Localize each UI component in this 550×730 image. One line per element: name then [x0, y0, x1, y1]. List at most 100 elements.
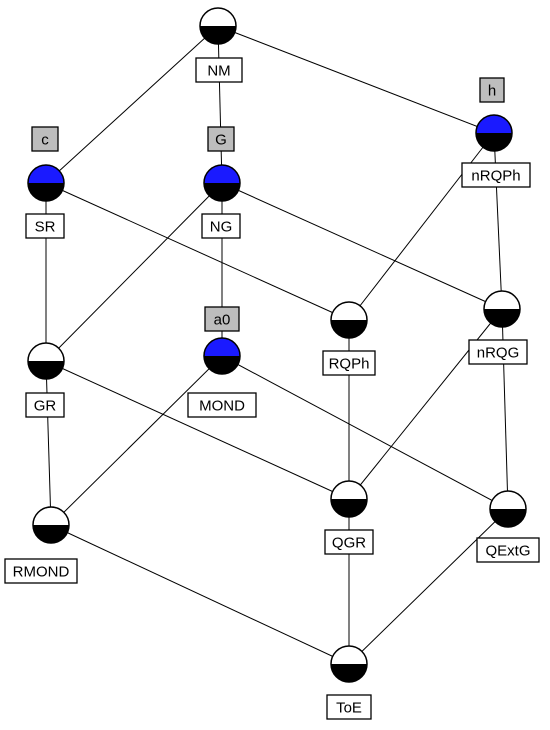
- object-label-RQPh-text: RQPh: [329, 356, 370, 373]
- node-lower-half: [200, 26, 236, 44]
- concept-node-top[interactable]: [199, 7, 237, 45]
- object-label-QGR-text: QGR: [332, 535, 366, 552]
- node-outline: [32, 506, 70, 544]
- node-lower-half: [476, 133, 512, 151]
- node-outline: [483, 290, 521, 328]
- node-upper-half: [204, 165, 240, 183]
- node-lower-half: [490, 509, 526, 527]
- concept-node-RQPh[interactable]: [330, 301, 368, 339]
- object-label-MOND-box: [187, 392, 257, 418]
- node-upper-half: [33, 507, 69, 525]
- object-label-QGR[interactable]: QGR: [324, 529, 374, 555]
- concept-node-ToE[interactable]: [330, 645, 368, 683]
- node-outline: [27, 342, 65, 380]
- node-outline: [203, 164, 241, 202]
- object-label-MOND[interactable]: MOND: [187, 392, 257, 418]
- object-label-ToE-text: ToE: [336, 700, 362, 717]
- object-label-nRQPh-box: [461, 162, 531, 188]
- edge-RMOND-ToE: [50, 524, 350, 665]
- edge-SR-RQPh: [45, 182, 350, 321]
- attribute-label-nRQPh-box: [479, 77, 505, 103]
- object-label-top-box: [195, 57, 243, 83]
- attribute-label-NG-box: [207, 126, 235, 152]
- attribute-label-MOND-text: a0: [214, 312, 231, 329]
- node-upper-half: [200, 8, 236, 26]
- object-label-NG-text: NG: [210, 219, 233, 236]
- nodes-layer: [27, 7, 527, 683]
- node-upper-half: [331, 302, 367, 320]
- node-lower-half: [331, 320, 367, 338]
- node-lower-half: [331, 664, 367, 682]
- edge-nRQG-QExtG: [501, 308, 509, 510]
- edge-QExtG-ToE: [348, 508, 509, 665]
- concept-node-SR[interactable]: [27, 164, 65, 202]
- object-label-ToE-box: [326, 694, 372, 720]
- concept-node-QGR[interactable]: [330, 480, 368, 518]
- edge-nRQPh-nRQG: [493, 132, 503, 310]
- attribute-label-SR[interactable]: c: [31, 126, 59, 152]
- node-outline: [203, 337, 241, 375]
- object-label-SR-box: [25, 213, 65, 239]
- edge-NG-GR: [45, 182, 223, 362]
- node-upper-half: [490, 491, 526, 509]
- node-upper-half: [28, 165, 64, 183]
- attribute-label-nRQPh[interactable]: h: [479, 77, 505, 103]
- object-label-RQPh[interactable]: RQPh: [322, 350, 376, 376]
- attribute-label-SR-text: c: [41, 132, 49, 149]
- concept-node-GR[interactable]: [27, 342, 65, 380]
- object-label-GR[interactable]: GR: [25, 392, 65, 418]
- concept-node-NG[interactable]: [203, 164, 241, 202]
- object-label-top-text: NM: [207, 63, 230, 80]
- node-outline: [330, 480, 368, 518]
- node-upper-half: [28, 343, 64, 361]
- attribute-label-NG[interactable]: G: [207, 126, 235, 152]
- concept-node-nRQPh[interactable]: [475, 114, 513, 152]
- edge-GR-QGR: [45, 360, 350, 500]
- object-label-MOND-text: MOND: [199, 398, 245, 415]
- object-label-top[interactable]: NM: [195, 57, 243, 83]
- node-lower-half: [33, 525, 69, 543]
- concept-node-nRQG[interactable]: [483, 290, 521, 328]
- object-label-RQPh-box: [322, 350, 376, 376]
- object-label-nRQPh-text: nRQPh: [471, 168, 520, 185]
- attribute-label-SR-box: [31, 126, 59, 152]
- object-label-NG[interactable]: NG: [201, 213, 241, 239]
- object-label-nRQG-box: [468, 339, 528, 365]
- node-outline: [475, 114, 513, 152]
- node-upper-half: [204, 338, 240, 356]
- object-label-GR-text: GR: [34, 398, 57, 415]
- object-label-SR[interactable]: SR: [25, 213, 65, 239]
- object-label-QGR-box: [324, 529, 374, 555]
- attribute-label-nRQPh-text: h: [488, 83, 496, 100]
- node-outline: [330, 645, 368, 683]
- object-label-QExtG-box: [476, 537, 540, 563]
- object-label-RMOND-box: [4, 558, 78, 584]
- node-upper-half: [331, 646, 367, 664]
- node-lower-half: [484, 309, 520, 327]
- concept-node-QExtG[interactable]: [489, 490, 527, 528]
- node-lower-half: [204, 183, 240, 201]
- object-label-QExtG[interactable]: QExtG: [476, 537, 540, 563]
- object-label-RMOND[interactable]: RMOND: [4, 558, 78, 584]
- object-label-RMOND-text: RMOND: [13, 564, 70, 581]
- concept-node-MOND[interactable]: [203, 337, 241, 375]
- node-upper-half: [331, 481, 367, 499]
- object-label-ToE[interactable]: ToE: [326, 694, 372, 720]
- object-label-nRQG[interactable]: nRQG: [468, 339, 528, 365]
- edge-MOND-RMOND: [50, 355, 223, 526]
- object-label-nRQPh[interactable]: nRQPh: [461, 162, 531, 188]
- node-upper-half: [484, 291, 520, 309]
- object-label-GR-box: [25, 392, 65, 418]
- node-lower-half: [204, 356, 240, 374]
- attribute-label-MOND-box: [204, 306, 240, 332]
- attribute-label-MOND[interactable]: a0: [204, 306, 240, 332]
- edge-top-nRQPh: [217, 25, 495, 134]
- object-label-SR-text: SR: [35, 219, 56, 236]
- edge-top-NG: [217, 25, 223, 184]
- node-upper-half: [476, 115, 512, 133]
- node-outline: [330, 301, 368, 339]
- concept-node-RMOND[interactable]: [32, 506, 70, 544]
- node-outline: [27, 164, 65, 202]
